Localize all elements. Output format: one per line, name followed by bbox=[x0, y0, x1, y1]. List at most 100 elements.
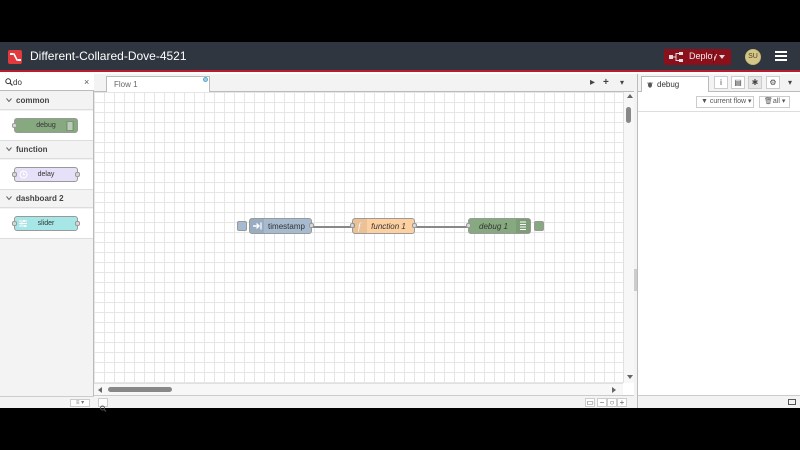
debug-list-icon bbox=[520, 221, 526, 230]
output-port[interactable] bbox=[412, 223, 417, 228]
sidebar-footer bbox=[638, 395, 800, 408]
palette-category-function[interactable]: function bbox=[0, 141, 93, 159]
node-label: timestamp bbox=[268, 222, 305, 231]
filter-type-value: all bbox=[772, 98, 780, 105]
scroll-left-icon[interactable] bbox=[98, 387, 102, 393]
palette-collapse-expand-buttons[interactable]: ≡ ▾ bbox=[70, 399, 90, 407]
node-red-logo-icon bbox=[8, 50, 22, 64]
palette-footer: ≡ ▾ bbox=[0, 396, 94, 408]
bug-icon bbox=[647, 82, 653, 88]
info-tab-button[interactable]: i bbox=[714, 76, 728, 89]
scroll-up-icon[interactable] bbox=[627, 94, 633, 98]
palette-category-dashboard-2[interactable]: dashboard 2 bbox=[0, 190, 93, 208]
category-label: common bbox=[16, 96, 50, 105]
scroll-right-icon[interactable] bbox=[612, 387, 616, 393]
input-port[interactable] bbox=[466, 223, 471, 228]
scroll-tabs-icon[interactable]: ▸ bbox=[590, 77, 596, 88]
debug-icon-box bbox=[516, 219, 530, 233]
app-frame: Different-Collared-Dove-4521 Deploy SU bbox=[0, 42, 800, 412]
palette-node-debug[interactable]: debug bbox=[12, 118, 78, 133]
flow-list-chevron-icon[interactable]: ▾ bbox=[620, 78, 625, 87]
zoom-reset-button[interactable]: ○ bbox=[607, 398, 617, 407]
svg-text:f: f bbox=[358, 222, 362, 232]
debug-tab-button[interactable]: ✱ bbox=[748, 76, 762, 89]
vertical-scroll-thumb[interactable] bbox=[626, 107, 631, 123]
header-bar: Different-Collared-Dove-4521 Deploy SU bbox=[0, 42, 800, 72]
palette-search-input[interactable] bbox=[13, 76, 78, 88]
changed-indicator-icon bbox=[203, 77, 208, 82]
flow-node-timestamp[interactable]: timestamp bbox=[237, 218, 314, 234]
function-icon: f bbox=[358, 222, 362, 232]
config-tab-button[interactable]: ⚙ bbox=[766, 76, 780, 89]
palette-node-slider[interactable]: slider bbox=[12, 216, 80, 231]
input-port[interactable] bbox=[350, 223, 355, 228]
node-palette: × common debug function bbox=[0, 74, 94, 408]
tab-label: Flow 1 bbox=[114, 80, 138, 89]
node-label: debug 1 bbox=[479, 222, 508, 231]
search-flows-button[interactable] bbox=[98, 398, 108, 412]
output-port[interactable] bbox=[309, 223, 314, 228]
input-port bbox=[12, 172, 17, 177]
workspace-footer: ▭ − ○ + bbox=[94, 395, 634, 412]
category-body-dashboard-2: slider bbox=[0, 209, 93, 239]
splitter-grip[interactable] bbox=[634, 269, 637, 291]
open-window-icon[interactable] bbox=[788, 399, 796, 405]
filter-flow-value: current flow bbox=[709, 98, 747, 105]
wire[interactable] bbox=[312, 226, 352, 228]
deploy-icon bbox=[669, 52, 683, 62]
category-body-common: debug bbox=[0, 111, 93, 141]
deploy-menu-chevron-icon[interactable] bbox=[719, 55, 725, 59]
debug-toggle-button[interactable] bbox=[534, 221, 544, 231]
palette-node-label: debug bbox=[36, 122, 56, 129]
zoom-in-button[interactable]: + bbox=[617, 398, 627, 407]
help-book-tab-button[interactable]: ▤ bbox=[731, 76, 745, 89]
navigator-button[interactable]: ▭ bbox=[585, 398, 595, 407]
horizontal-scrollbar[interactable] bbox=[94, 383, 623, 395]
filter-flow-select[interactable]: ▼ current flow ▾ bbox=[696, 96, 754, 108]
category-label: dashboard 2 bbox=[16, 194, 64, 203]
flow-node-debug-1[interactable]: debug 1 bbox=[466, 218, 544, 234]
deploy-divider bbox=[713, 51, 714, 63]
sidebar-tabbar: debug i ▤ ✱ ⚙ ▾ bbox=[638, 74, 800, 92]
horizontal-scroll-thumb[interactable] bbox=[108, 387, 172, 392]
wire[interactable] bbox=[415, 226, 468, 228]
output-port bbox=[75, 221, 80, 226]
chevron-down-icon bbox=[6, 196, 12, 201]
category-label: function bbox=[16, 145, 48, 154]
debug-toolbar: ▼ current flow ▾ 🗑all ▾ bbox=[638, 92, 800, 112]
palette-node-delay[interactable]: delay bbox=[12, 167, 80, 182]
input-port bbox=[12, 123, 17, 128]
flow-node-function-1[interactable]: f function 1 bbox=[350, 218, 417, 234]
deploy-label: Deploy bbox=[689, 51, 718, 61]
node-label: function 1 bbox=[371, 222, 406, 231]
add-flow-icon[interactable]: + bbox=[603, 77, 609, 88]
palette-node-label: delay bbox=[37, 171, 55, 178]
debug-list-icon bbox=[66, 121, 74, 131]
function-icon-box: f bbox=[353, 219, 367, 233]
sidebar-tab-debug[interactable]: debug bbox=[641, 76, 709, 92]
sidebar-splitter[interactable] bbox=[634, 74, 637, 408]
vertical-scrollbar[interactable] bbox=[623, 92, 634, 383]
sliders-icon bbox=[19, 220, 27, 227]
category-body-function: delay bbox=[0, 160, 93, 190]
search-icon bbox=[5, 78, 13, 86]
workspace-tabbar: Flow 1 ▸ + ▾ bbox=[94, 74, 634, 92]
tab-flow-1[interactable]: Flow 1 bbox=[106, 76, 210, 92]
inject-button[interactable] bbox=[237, 221, 247, 231]
arrow-in-icon bbox=[253, 222, 262, 230]
deploy-button[interactable]: Deploy bbox=[664, 49, 731, 65]
clear-search-icon[interactable]: × bbox=[84, 77, 90, 87]
scroll-down-icon[interactable] bbox=[627, 375, 633, 379]
palette-category-common[interactable]: common bbox=[0, 92, 93, 110]
main-menu-icon[interactable] bbox=[775, 51, 787, 61]
chevron-down-icon bbox=[6, 98, 12, 103]
filter-type-select[interactable]: 🗑all ▾ bbox=[759, 96, 790, 108]
sidebar: debug i ▤ ✱ ⚙ ▾ ▼ current flow ▾ 🗑all ▾ bbox=[637, 74, 800, 408]
zoom-out-button[interactable]: − bbox=[597, 398, 607, 407]
sidebar-tab-label: debug bbox=[657, 80, 680, 89]
inject-icon-box bbox=[250, 219, 264, 233]
flow-canvas[interactable]: timestamp f function 1 debug 1 bbox=[94, 92, 623, 383]
trash-icon: 🗑 bbox=[764, 98, 773, 105]
sidebar-menu-chevron-icon[interactable]: ▾ bbox=[788, 78, 793, 87]
user-avatar[interactable]: SU bbox=[745, 49, 761, 65]
